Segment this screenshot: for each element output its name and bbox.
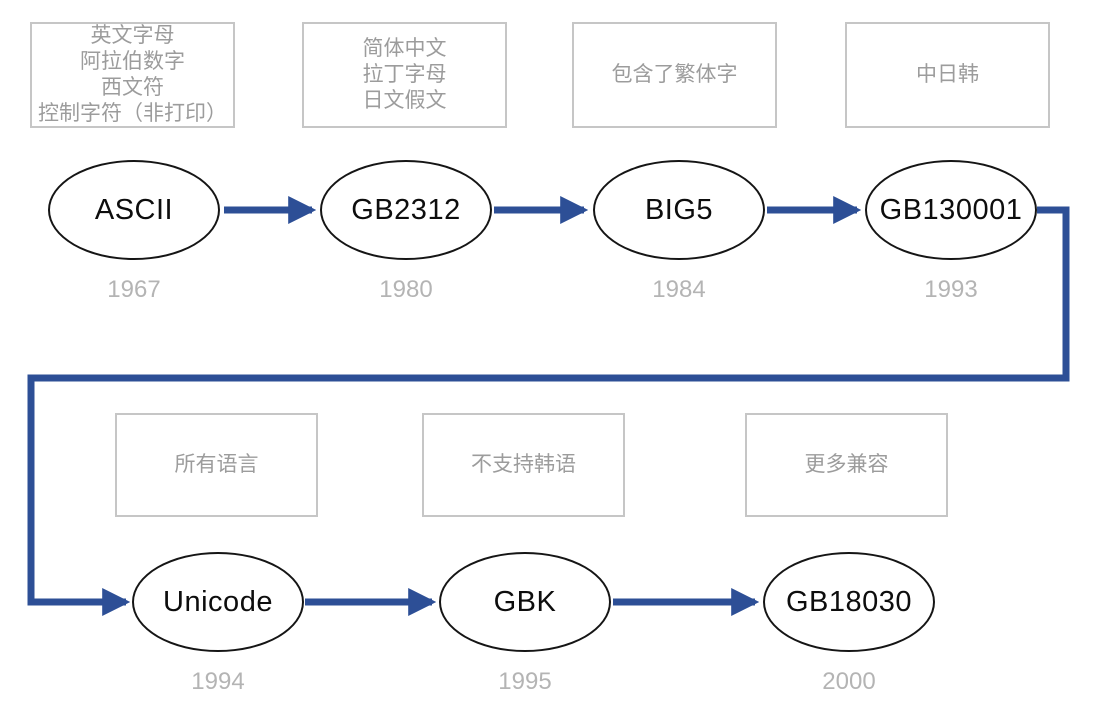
note-line: 英文字母	[90, 24, 175, 47]
arrow-gb130001-to-unicode-elbow	[27, 206, 1070, 616]
note-box-gb18030: 更多兼容	[745, 413, 948, 517]
year-gb2312: 1980	[379, 276, 433, 303]
note-line: 日文假文	[362, 89, 447, 112]
note-line: 中日韩	[916, 63, 979, 86]
note-box-gb2312: 简体中文 拉丁字母 日文假文	[302, 22, 507, 128]
node-label: GBK	[493, 585, 557, 618]
note-line: 阿拉伯数字	[80, 50, 185, 73]
note-line: 不支持韩语	[471, 453, 576, 476]
node-label: Unicode	[163, 585, 273, 618]
note-box-gb130001: 中日韩	[845, 22, 1050, 128]
note-line: 简体中文	[362, 37, 447, 60]
year-ascii: 1967	[107, 276, 161, 303]
node-label: ASCII	[94, 193, 174, 226]
note-box-gbk: 不支持韩语	[422, 413, 625, 517]
node-gbk: GBK	[439, 552, 611, 652]
note-box-big5: 包含了繁体字	[572, 22, 777, 128]
node-gb2312: GB2312	[320, 160, 492, 260]
node-label: GB18030	[785, 585, 913, 618]
node-label: GB130001	[879, 193, 1023, 226]
note-line: 拉丁字母	[362, 63, 447, 86]
year-gb18030: 2000	[822, 668, 876, 695]
year-gb130001: 1993	[924, 276, 978, 303]
node-gb130001: GB130001	[865, 160, 1037, 260]
node-label: GB2312	[351, 193, 461, 226]
note-line: 包含了繁体字	[611, 63, 738, 86]
node-big5: BIG5	[593, 160, 765, 260]
node-unicode: Unicode	[132, 552, 304, 652]
node-label: BIG5	[644, 193, 714, 226]
note-line: 所有语言	[174, 453, 259, 476]
node-gb18030: GB18030	[763, 552, 935, 652]
note-line: 控制字符（非打印）	[38, 102, 227, 125]
note-box-unicode: 所有语言	[115, 413, 318, 517]
year-big5: 1984	[652, 276, 706, 303]
year-unicode: 1994	[191, 668, 245, 695]
note-line: 西文符	[101, 76, 164, 99]
node-ascii: ASCII	[48, 160, 220, 260]
note-box-ascii: 英文字母 阿拉伯数字 西文符 控制字符（非打印）	[30, 22, 235, 128]
year-gbk: 1995	[498, 668, 552, 695]
note-line: 更多兼容	[804, 453, 889, 476]
